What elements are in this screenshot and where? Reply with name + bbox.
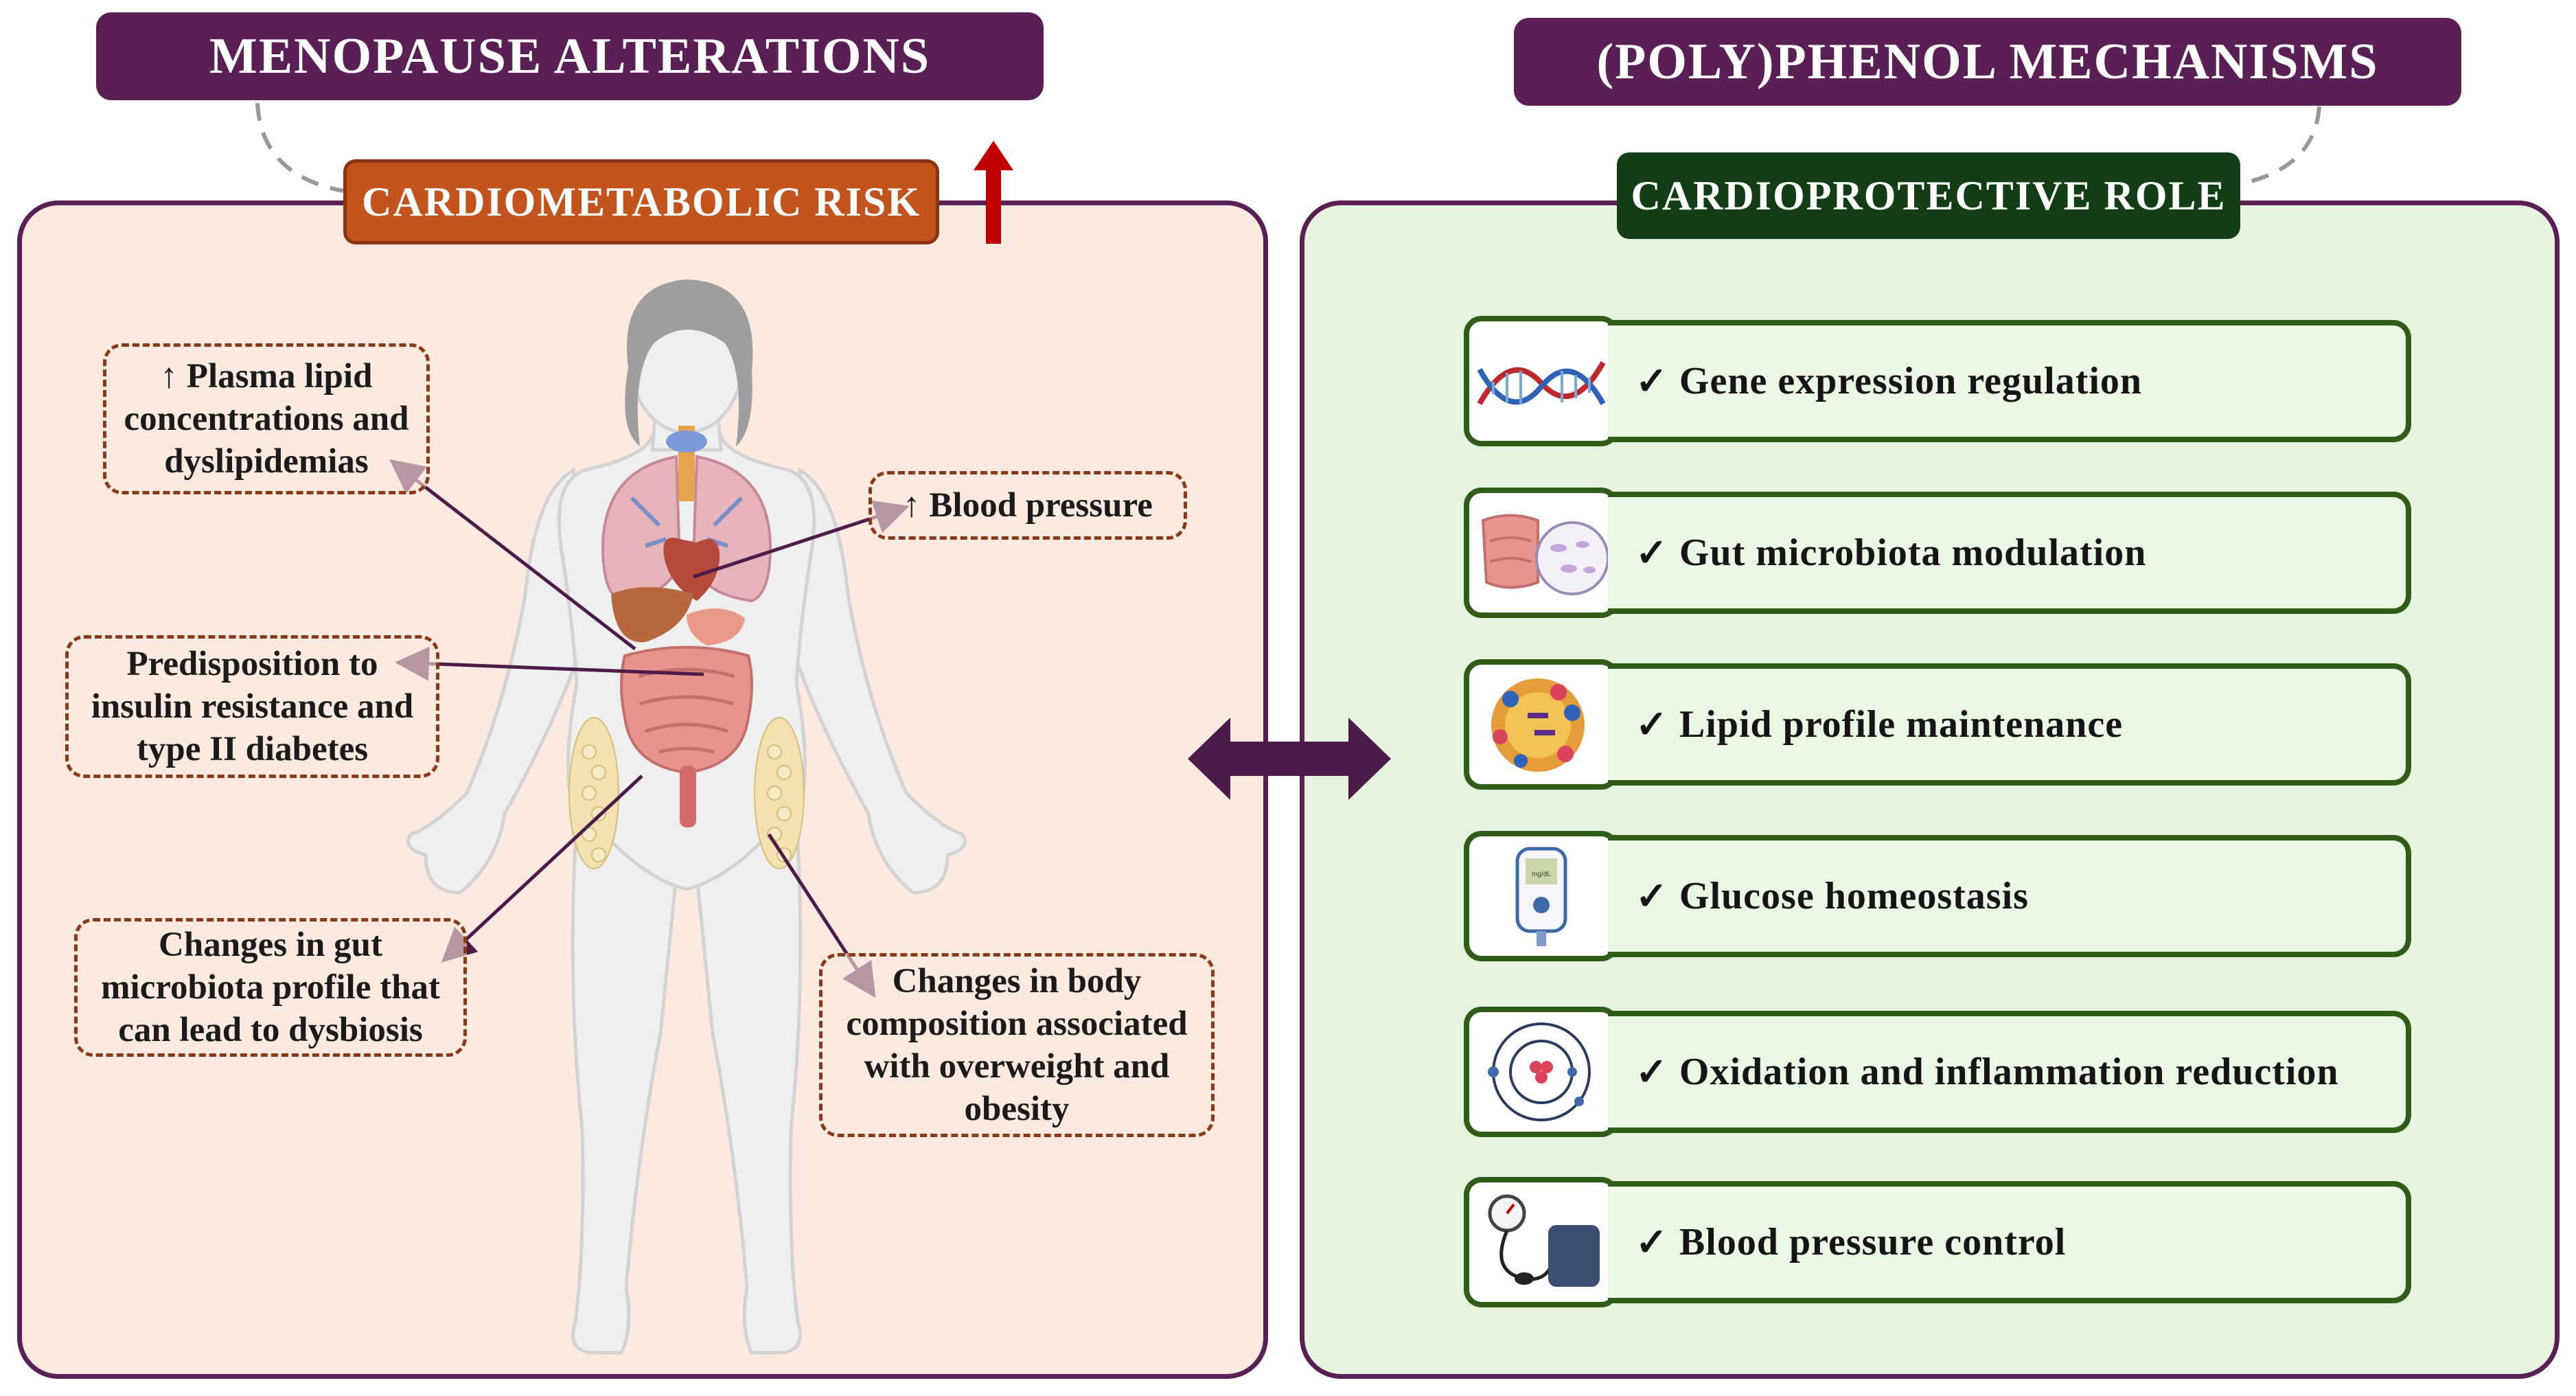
note-body-composition: Changes in body composition associated w… [819, 953, 1215, 1137]
check-icon: ✓ [1635, 1221, 1668, 1264]
mechanism-label-box: ✓ Oxidation and inflammation reduction [1608, 1011, 2411, 1133]
note-blood-pressure: ↑ Blood pressure [869, 471, 1187, 540]
mechanism-label: Gut microbiota modulation [1679, 531, 2147, 574]
intestine-bacteria-icon [1464, 488, 1619, 618]
mechanism-label-box: ✓ Blood pressure control [1608, 1181, 2411, 1303]
mechanism-label: Gene expression regulation [1679, 360, 2143, 402]
mechanism-label-box: ✓ Gene expression regulation [1608, 320, 2411, 442]
atom-radical-icon [1464, 1007, 1619, 1137]
polyphenol-mechanisms-banner: (POLY)PHENOL MECHANISMS [1514, 18, 2461, 106]
menopause-alterations-banner: MENOPAUSE ALTERATIONS [96, 12, 1044, 100]
mechanism-label-box: ✓ Glucose homeostasis [1608, 835, 2411, 957]
bidirectional-arrow-icon [1188, 718, 1391, 800]
increase-arrow-icon [974, 141, 1013, 244]
sphygmomanometer-icon [1464, 1177, 1619, 1307]
mechanism-label: Oxidation and inflammation reduction [1679, 1051, 2339, 1093]
check-icon: ✓ [1635, 531, 1668, 575]
dna-icon [1464, 316, 1619, 446]
note-gut-microbiota: Changes in gut microbiota profile that c… [74, 918, 467, 1057]
lipoprotein-icon [1464, 659, 1619, 790]
mechanism-label: Lipid profile maintenance [1679, 703, 2124, 746]
glucometer-icon: mg/dL [1464, 831, 1619, 961]
check-icon: ✓ [1635, 875, 1668, 918]
mechanism-label-box: ✓ Gut microbiota modulation [1608, 492, 2411, 614]
note-insulin-resistance: Predisposition to insulin resistance and… [65, 635, 439, 778]
cardiometabolic-risk-label: CARDIOMETABOLIC RISK [343, 159, 939, 244]
female-body-illustration [406, 279, 967, 1355]
menopause-alterations-title: MENOPAUSE ALTERATIONS [209, 27, 931, 84]
check-icon: ✓ [1635, 1051, 1668, 1094]
check-icon: ✓ [1635, 703, 1668, 746]
mechanism-label: Glucose homeostasis [1679, 875, 2029, 917]
mechanism-label-box: ✓ Lipid profile maintenance [1608, 663, 2411, 786]
note-plasma-lipids: ↑ Plasma lipid concentrations and dyslip… [103, 343, 430, 494]
polyphenol-mechanisms-title: (POLY)PHENOL MECHANISMS [1596, 33, 2379, 90]
mechanism-label: Blood pressure control [1679, 1221, 2067, 1263]
cardioprotective-role-label: CARDIOPROTECTIVE ROLE [1617, 152, 2240, 239]
glucometer-display-text: mg/dL [1532, 871, 1551, 878]
check-icon: ✓ [1635, 360, 1668, 403]
